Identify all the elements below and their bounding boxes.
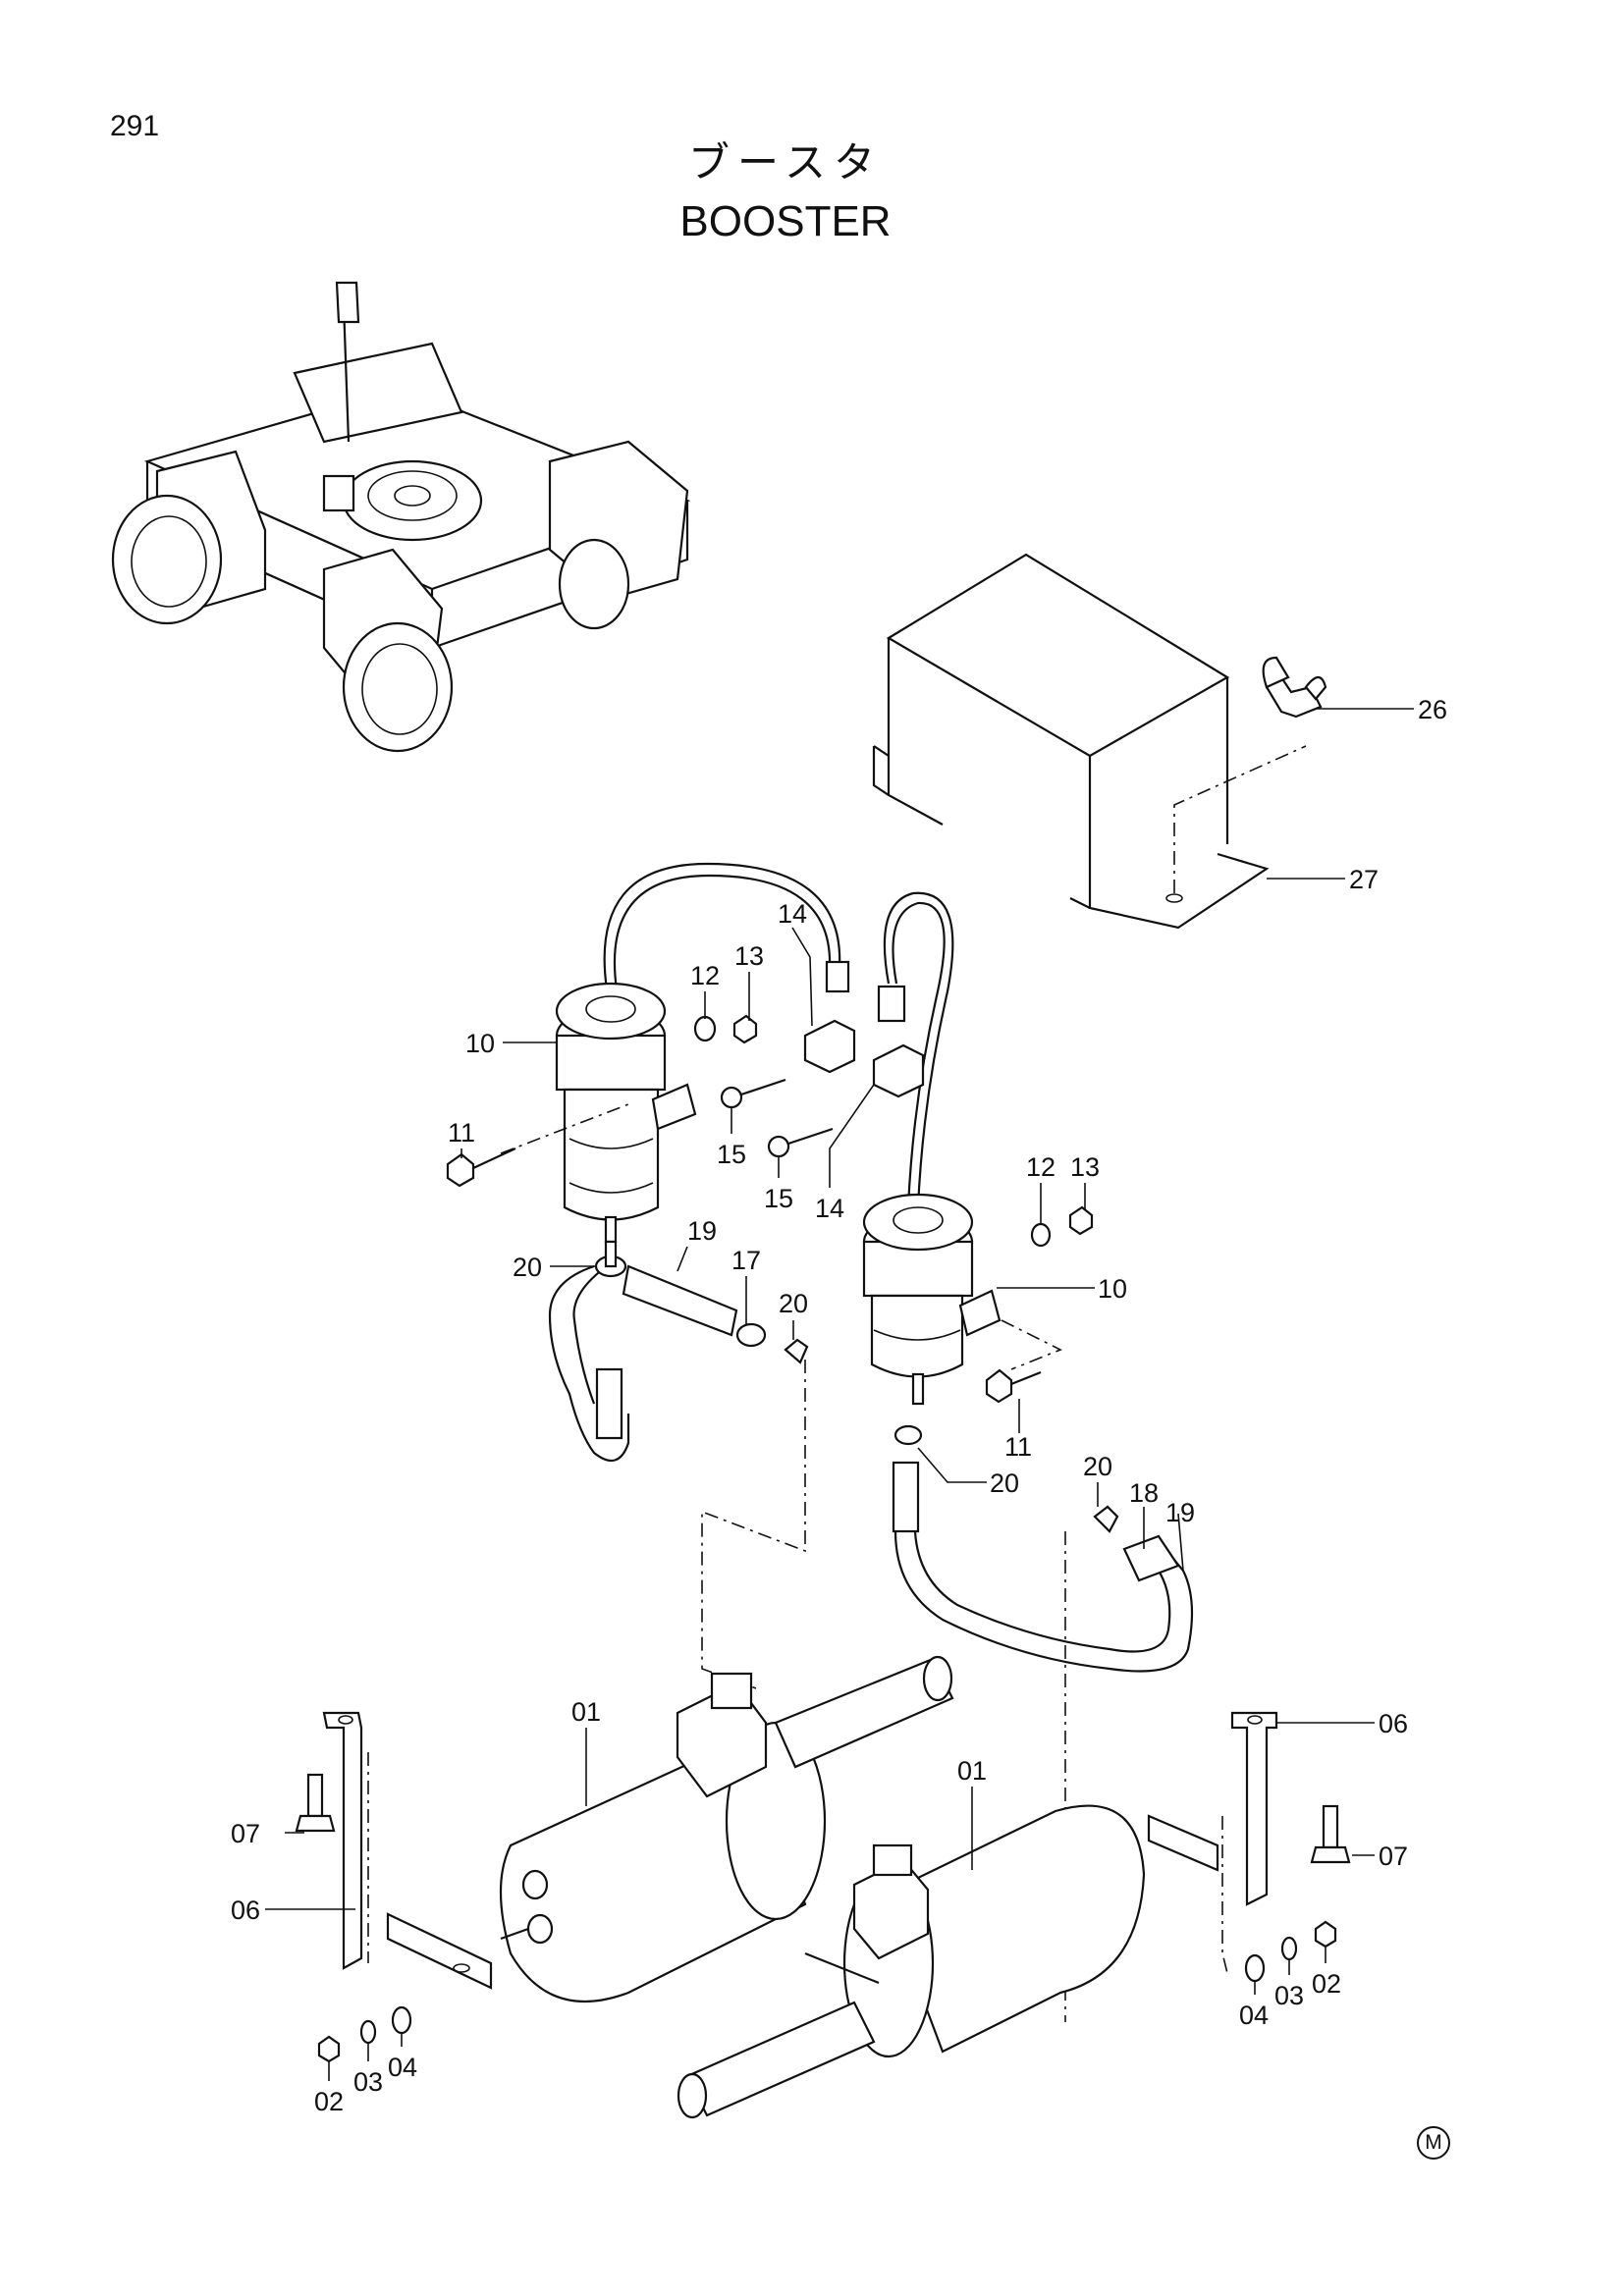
callout-02: 02 [314, 2087, 344, 2116]
page-number: 291 [110, 110, 160, 142]
callout-10: 10 [465, 1029, 495, 1058]
callout-leaders [265, 708, 1414, 2081]
callout-14: 14 [778, 899, 807, 929]
callout-19b: 19 [1165, 1498, 1195, 1527]
callout-01: 01 [571, 1697, 601, 1727]
bracket-left [322, 1711, 493, 1990]
callout-10b: 10 [1098, 1274, 1127, 1304]
hoses [548, 1240, 1194, 1673]
callout-04b: 04 [1239, 2001, 1269, 2030]
cover-assembly [872, 553, 1327, 930]
fasteners-lower [295, 1773, 1351, 2063]
title-english: BOOSTER [679, 197, 892, 245]
bracket-right [1147, 1711, 1278, 1906]
booster-body-left [499, 1655, 954, 2003]
callout-20: 20 [513, 1253, 542, 1282]
corner-mark: M [1417, 2126, 1450, 2160]
callout-19: 19 [687, 1216, 717, 1246]
filter-assembly-right [862, 891, 1062, 1406]
callout-18: 18 [1129, 1478, 1159, 1508]
filter-assembly-left [500, 862, 850, 1244]
callout-03b: 03 [1274, 1981, 1304, 2010]
callout-15b: 15 [764, 1184, 793, 1213]
callout-labels: 26 27 14 13 12 10 11 15 15 14 13 12 10 2… [231, 695, 1447, 2116]
callout-17: 17 [731, 1246, 761, 1275]
callout-03: 03 [353, 2067, 383, 2097]
callout-20b: 20 [779, 1289, 808, 1318]
callout-13: 13 [734, 941, 764, 971]
callout-12: 12 [690, 961, 720, 990]
callout-07b: 07 [1379, 1842, 1408, 1871]
callout-06: 06 [231, 1896, 260, 1925]
callout-02b: 02 [1312, 1969, 1341, 1999]
callout-15: 15 [717, 1140, 746, 1169]
callout-06b: 06 [1379, 1709, 1408, 1738]
callout-26: 26 [1418, 695, 1447, 724]
callout-20c: 20 [990, 1468, 1019, 1498]
title-block: ブースタ BOOSTER [0, 130, 1571, 246]
callout-20d: 20 [1083, 1452, 1112, 1481]
callout-11b: 11 [1004, 1432, 1032, 1462]
callout-27: 27 [1349, 865, 1379, 894]
callout-11: 11 [448, 1118, 475, 1148]
callout-01b: 01 [957, 1756, 987, 1786]
clamps-and-bolts-upper [446, 1014, 1094, 1404]
callout-14b: 14 [815, 1194, 844, 1223]
machine-overview-illustration [111, 281, 691, 753]
callout-13b: 13 [1070, 1152, 1100, 1182]
title-japanese: ブースタ [688, 138, 883, 187]
callout-07: 07 [231, 1819, 260, 1848]
callout-12b: 12 [1026, 1152, 1056, 1182]
booster-body-right [677, 1804, 1146, 2119]
callout-04: 04 [388, 2053, 417, 2082]
